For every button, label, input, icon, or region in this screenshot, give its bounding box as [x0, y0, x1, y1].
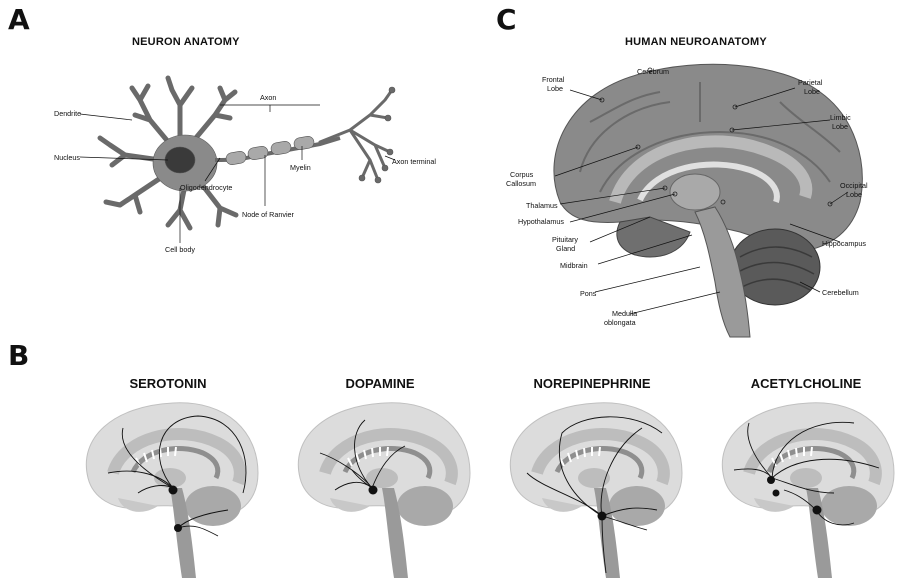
label-medulla-oblongata-2: oblongata [604, 318, 636, 327]
dendrite-branch [168, 78, 192, 140]
label-pituitary-gland: Pituitary [552, 235, 578, 244]
acetylcholine-brain [722, 403, 894, 578]
label-hypothalamus: Hypothalamus [518, 217, 564, 226]
dendrite-branch [106, 175, 165, 212]
human-neuroanatomy-title: HUMAN NEUROANATOMY [625, 36, 767, 48]
neuron-diagram: Dendrite Nucleus Cell body Axon Oligoden… [40, 60, 460, 260]
myelin-sheath [225, 150, 247, 165]
label-parietal-lobe-2: Lobe [804, 87, 820, 96]
dendrite-branch [190, 88, 235, 145]
acetylcholine-basal-dot [767, 476, 775, 484]
acetylcholine-basal-dot [773, 490, 780, 497]
label-midbrain: Midbrain [560, 261, 588, 270]
dendrite-branch [100, 138, 160, 165]
label-pituitary-gland-2: Gland [556, 244, 575, 253]
label-corpus-callosum-2: Callosum [506, 179, 536, 188]
myelin-sheath [293, 135, 315, 150]
serotonin-raphe-dot [169, 486, 178, 495]
norepinephrine-title: NOREPINEPHRINE [492, 376, 692, 391]
label-nucleus: Nucleus [54, 153, 80, 162]
serotonin-brain [86, 403, 258, 578]
panel-c-letter: C [496, 6, 517, 34]
acetylcholine-ppt-dot [813, 506, 822, 515]
label-frontal-lobe-2: Lobe [547, 84, 563, 93]
label-limbic-lobe-2: Lobe [832, 122, 848, 131]
label-medulla-oblongata: Medulla [612, 309, 637, 318]
label-pons: Pons [580, 289, 597, 298]
label-parietal-lobe: Parietal [798, 78, 823, 87]
myelin-sheath [247, 145, 269, 160]
panel-a-letter: A [8, 6, 30, 34]
panel-b-letter: B [8, 342, 29, 370]
label-occipital-lobe: Occipital [840, 181, 868, 190]
myelin-sheath [270, 140, 292, 155]
label-frontal-lobe: Frontal [542, 75, 565, 84]
pathway-brains [0, 398, 899, 583]
dopamine-title: DOPAMINE [280, 376, 480, 391]
neuron-anatomy-title: NEURON ANATOMY [132, 36, 240, 48]
label-cerebellum: Cerebellum [822, 288, 859, 297]
label-hippocampus: Hippocampus [822, 239, 866, 248]
label-myelin: Myelin [290, 163, 311, 172]
label-oligodendrocyte: Oligodendrocyte [180, 183, 232, 192]
axon-terminal-branches [320, 90, 392, 180]
label-corpus-callosum: Corpus [510, 170, 534, 179]
label-axon-terminal: Axon terminal [392, 157, 436, 166]
norepinephrine-locus-dot [598, 512, 607, 521]
label-cell-body: Cell body [165, 245, 195, 254]
label-node-of-ranvier: Node of Ranvier [242, 210, 295, 219]
dopamine-vta-dot [369, 486, 378, 495]
dopamine-brain [298, 403, 470, 578]
serotonin-title: SEROTONIN [68, 376, 268, 391]
label-axon: Axon [260, 93, 276, 102]
label-thalamus: Thalamus [526, 201, 558, 210]
label-dendrite: Dendrite [54, 109, 81, 118]
serotonin-raphe-dot [174, 524, 182, 532]
label-cerebrum: Cerebrum [637, 67, 669, 76]
label-occipital-lobe-2: Lobe [846, 190, 862, 199]
norepinephrine-brain [510, 403, 682, 578]
brain-sagittal-diagram: Frontal Lobe Cerebrum Parietal Lobe Limb… [500, 52, 880, 342]
nucleus-shape [165, 147, 195, 173]
acetylcholine-title: ACETYLCHOLINE [706, 376, 899, 391]
label-limbic-lobe: Limbic [830, 113, 851, 122]
